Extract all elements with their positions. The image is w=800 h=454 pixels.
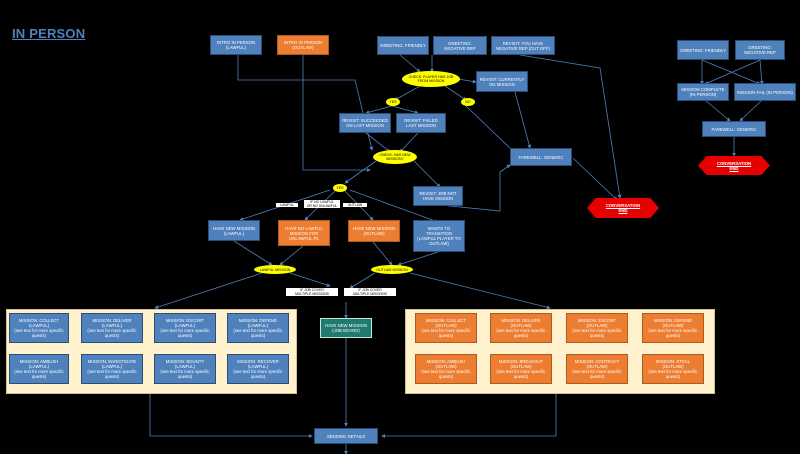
connector [572,157,618,201]
outlaw-mission-escort: MISSION: ESCORT (OUTLAW) (see text for m… [566,313,628,343]
revisit-cut-off-box: REVISIT: YOU HAVE NEGATIVE REP (CUT OFF) [491,36,555,55]
side-conversation-end-node: CONVERSATION END [698,156,770,175]
connector [289,272,331,287]
connector [457,78,477,84]
label-lawful: LAWFUL [276,203,298,207]
connector [149,393,313,438]
connector [397,251,439,266]
revisit-failed-box: REVISIT: FAILED LAST MISSION [396,113,446,133]
have-new-mission-lawful-box: HAVE NEW MISSION (LAWFUL) [208,220,260,241]
connector [514,91,532,149]
conversation-end-node: CONVERSATION END [587,198,659,218]
side-greeting-friendly-box: GREETING: FRIENDLY [677,40,729,60]
connector [519,54,622,199]
connector [344,160,377,184]
connector [465,105,515,153]
connector [759,59,764,85]
job-cover-label-2: IF JOB COVER MULTIPLE MISSIONS [344,288,396,296]
farewell-generic-box: FAREWELL: GENERIC [510,148,572,166]
connector [439,164,511,212]
connector [349,272,376,289]
outlaw-mission-collect: MISSION: COLLECT (OUTLAW) (see text for … [415,313,477,343]
outlaw-mission-defend: MISSION: DEFEND (OUTLAW) (see text for m… [642,313,704,343]
page-title: IN PERSON [12,26,86,41]
sending-details-box: SENDING DETAILS [314,428,378,444]
small-yes-decision: YES [333,184,347,192]
lawful-mission-collect: MISSION: COLLECT (LAWFUL) (see text for … [9,313,69,343]
lawful-mission-investigate: MISSION: INVESTIGATE (LAWFUL) (see text … [81,354,143,384]
connector [154,272,263,309]
connector [349,189,439,223]
revisit-job-not-box: REVISIT: JOB NOT HAVE MISSION [413,186,463,206]
outlaw-mission-decision: OUTLAW MISSION [371,265,413,274]
connector [399,132,419,153]
outlaw-mission-steal: MISSION: STEAL (OUTLAW) (see text for mo… [642,354,704,384]
have-no-lawful-box: HAVE NO LAWFUL MISSION FOR UNLAWFUL PL [278,220,330,246]
revisit-succeeded-box: REVISIT: SUCCEEDED ON LAST MISSION [339,113,391,133]
connector [739,99,763,122]
outlaw-mission-deliver: MISSION: DELIVER (OUTLAW) (see text for … [490,313,552,343]
no-decision: NO [461,98,475,106]
job-cover-label-1: IF JOB COVER MULTIPLE MISSIONS [286,288,338,296]
lawful-mission-escort: MISSION: ESCORT (LAWFUL) (see text for m… [154,313,216,343]
side-greeting-negative-box: GREETING: NEGATIVE REP [735,40,785,60]
connector [704,99,731,122]
connector [394,85,421,101]
yes-decision: YES [386,98,400,106]
connector [381,393,557,438]
connector [237,55,374,151]
connector [409,272,551,310]
connector [704,59,761,85]
lawful-mission-ambush: MISSION: AMBUSH (LAWFUL) (see text for m… [9,354,69,384]
intro-outlaw-box: INTRO IN PERSON (OUTLAW) [277,35,329,55]
have-new-mission-outlaw-box: HAVE NEW MISSION (OUTLAW) [348,220,400,242]
check-player-job-decision: CHECK: PLAYER HAS JOB FROM MISSION [402,71,460,87]
wants-transition-box: WANTS TO TRANSITION (LAWFUL PLAYER TO OU… [413,220,465,252]
connector [444,85,467,101]
greeting-friendly-box: GREETING: FRIENDLY [377,36,429,55]
lawful-mission-defend: MISSION: DEFEND (LAWFUL) (see text for m… [227,313,289,343]
connector [365,132,391,153]
side-farewell-generic-box: FAREWELL: GENERIC [702,121,766,137]
label-lawful-unlawful: IF NO LAWFUL OR NO UNLAWFUL [304,200,340,208]
greeting-negative-box: GREETING: NEGATIVE REP [433,36,487,55]
have-new-mission-job-board-box: HAVE NEW MISSION (JOB BOARD) [320,318,372,338]
lawful-mission-decision: LAWFUL MISSION [254,265,296,274]
connector [399,54,421,73]
mission-fail-box: MISSION FAIL (IN PERSON) [734,83,796,101]
mission-complete-box: MISSION COMPLETE (IN PERSON) [677,83,729,101]
intro-lawful-box: INTRO IN PERSON (LAWFUL) [210,35,262,55]
connector [391,105,419,115]
connector [365,105,393,115]
outlaw-mission-contract: MISSION: CONTRACT (OUTLAW) (see text for… [566,354,628,384]
connector [302,55,371,172]
lawful-mission-bounty: MISSION: BOUNTY (LAWFUL) (see text for m… [154,354,216,384]
revisit-currently-box: REVISIT: CURRENTLY ON MISSION [476,71,528,92]
connector [233,240,273,266]
outlaw-mission-breakout: MISSION: BREAKOUT (OUTLAW) (see text for… [490,354,552,384]
connector [372,241,393,266]
lawful-mission-deliver: MISSION: DELIVER (LAWFUL) (see text for … [81,313,143,343]
lawful-mission-recover: MISSION: RECOVER (LAWFUL) (see text for … [227,354,289,384]
check-new-mission-decision: CHECK: HAS NEW MISSION? [373,150,417,164]
outlaw-mission-ambush: MISSION: AMBUSH (OUTLAW) (see text for m… [415,354,477,384]
connector [701,59,761,85]
connector [413,160,441,188]
connector [279,245,304,266]
label-outlaw: OUTLAW [343,203,367,207]
